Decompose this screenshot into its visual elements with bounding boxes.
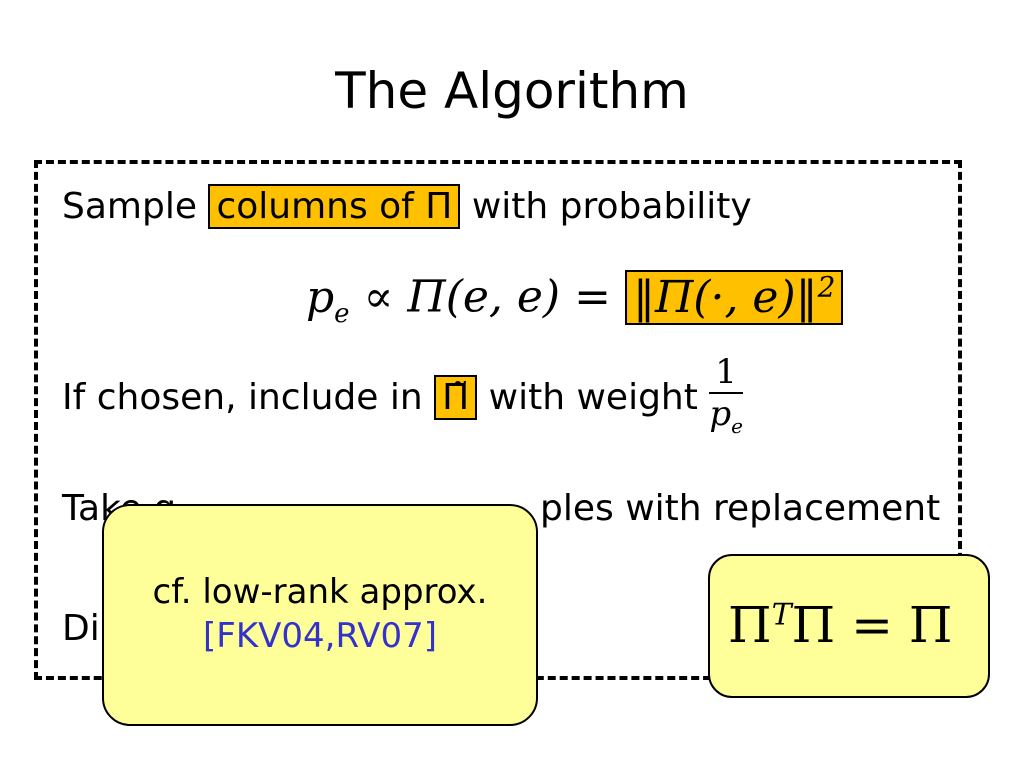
lowrank-note-bubble: cf. low-rank approx. [FKV04,RV07] <box>102 504 538 726</box>
slide-title: The Algorithm <box>335 62 689 120</box>
sample-line: Sample columns of Π with probability <box>62 184 752 229</box>
probability-formula: pe ∝ Π(e, e) = ‖Π(·, e)‖2 <box>306 269 844 329</box>
pi-tilde-highlight: Π̃ <box>434 374 478 420</box>
formula-middle: ∝ Π(e, e) = <box>363 271 611 323</box>
identity-bubble: ΠTΠ = Π <box>708 554 990 698</box>
formula-lhs: pe <box>306 271 350 329</box>
columns-highlight: columns of Π <box>208 184 461 229</box>
include-line: If chosen, include in Π̃ with weight 1 p… <box>62 352 743 446</box>
note-citation: [FKV04,RV07] <box>203 616 437 656</box>
include-suffix: with weight <box>488 376 698 418</box>
note-line-1: cf. low-rank approx. <box>152 572 488 612</box>
sample-suffix: with probability <box>471 186 752 227</box>
weight-fraction: 1 pe <box>709 352 743 438</box>
take-suffix: ples with replacement <box>540 488 941 529</box>
projection-identity: ΠTΠ = Π <box>728 596 953 654</box>
include-prefix: If chosen, include in <box>62 376 423 418</box>
sample-prefix: Sample <box>62 186 197 227</box>
divide-line: Di <box>62 608 100 649</box>
formula-rhs-highlight: ‖Π(·, e)‖2 <box>624 269 844 325</box>
